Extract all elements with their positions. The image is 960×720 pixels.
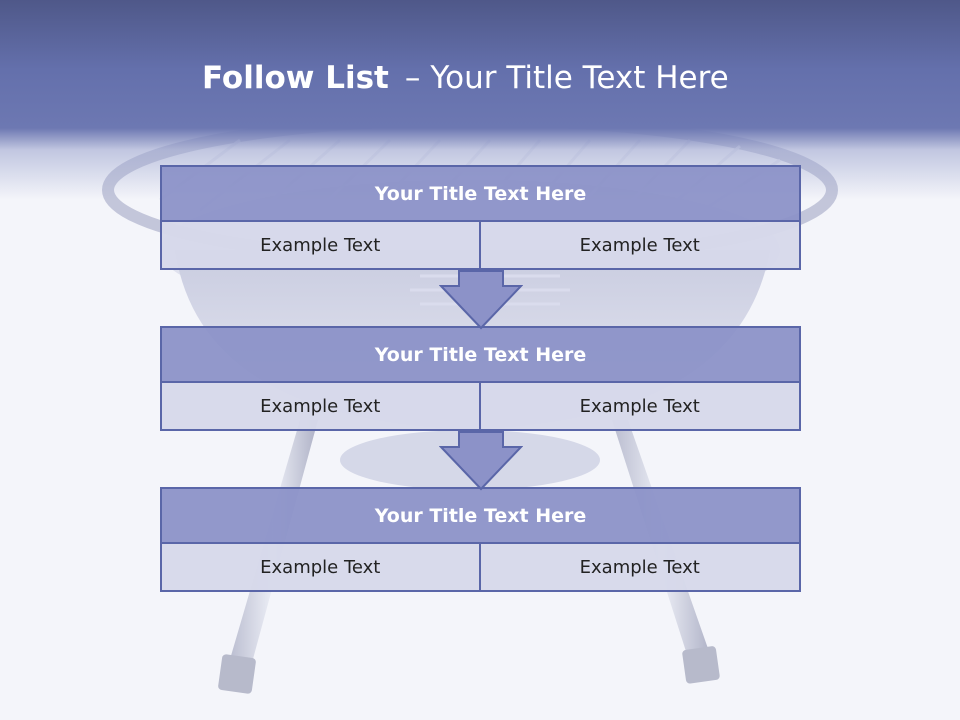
list-block-3: Your Title Text Here Example Text Exampl… bbox=[160, 487, 801, 592]
block-row: Example Text Example Text bbox=[160, 381, 801, 431]
block-cell-left: Example Text bbox=[160, 220, 481, 270]
block-row: Example Text Example Text bbox=[160, 220, 801, 270]
title-separator: – bbox=[404, 60, 421, 96]
block-cell-left: Example Text bbox=[160, 542, 481, 592]
block-title: Your Title Text Here bbox=[160, 487, 801, 544]
list-block-1: Your Title Text Here Example Text Exampl… bbox=[160, 165, 801, 270]
down-arrow-icon bbox=[439, 431, 523, 491]
block-cell-right: Example Text bbox=[478, 381, 801, 431]
slide-title: Follow List–Your Title Text Here bbox=[202, 56, 729, 100]
block-row: Example Text Example Text bbox=[160, 542, 801, 592]
block-cell-right: Example Text bbox=[478, 220, 801, 270]
title-rest: Your Title Text Here bbox=[430, 60, 729, 96]
title-bold: Follow List bbox=[202, 60, 389, 96]
block-cell-right: Example Text bbox=[478, 542, 801, 592]
down-arrow-icon bbox=[439, 270, 523, 330]
block-title: Your Title Text Here bbox=[160, 326, 801, 383]
list-block-2: Your Title Text Here Example Text Exampl… bbox=[160, 326, 801, 431]
block-title: Your Title Text Here bbox=[160, 165, 801, 222]
block-cell-left: Example Text bbox=[160, 381, 481, 431]
